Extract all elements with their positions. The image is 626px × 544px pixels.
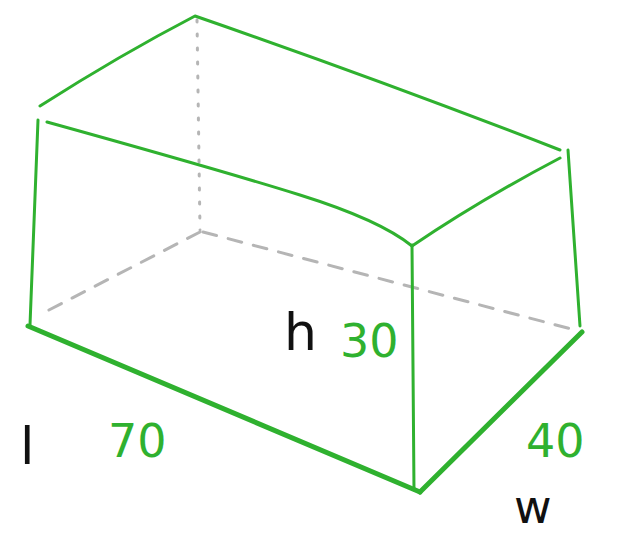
dimension-value: 40 xyxy=(526,418,585,464)
dimension-symbol: l xyxy=(20,420,34,472)
dimension-value: 70 xyxy=(108,418,167,464)
dimension-symbol: h xyxy=(284,306,317,358)
dimension-symbol: w xyxy=(514,484,552,530)
dimension-value: 30 xyxy=(340,318,399,364)
